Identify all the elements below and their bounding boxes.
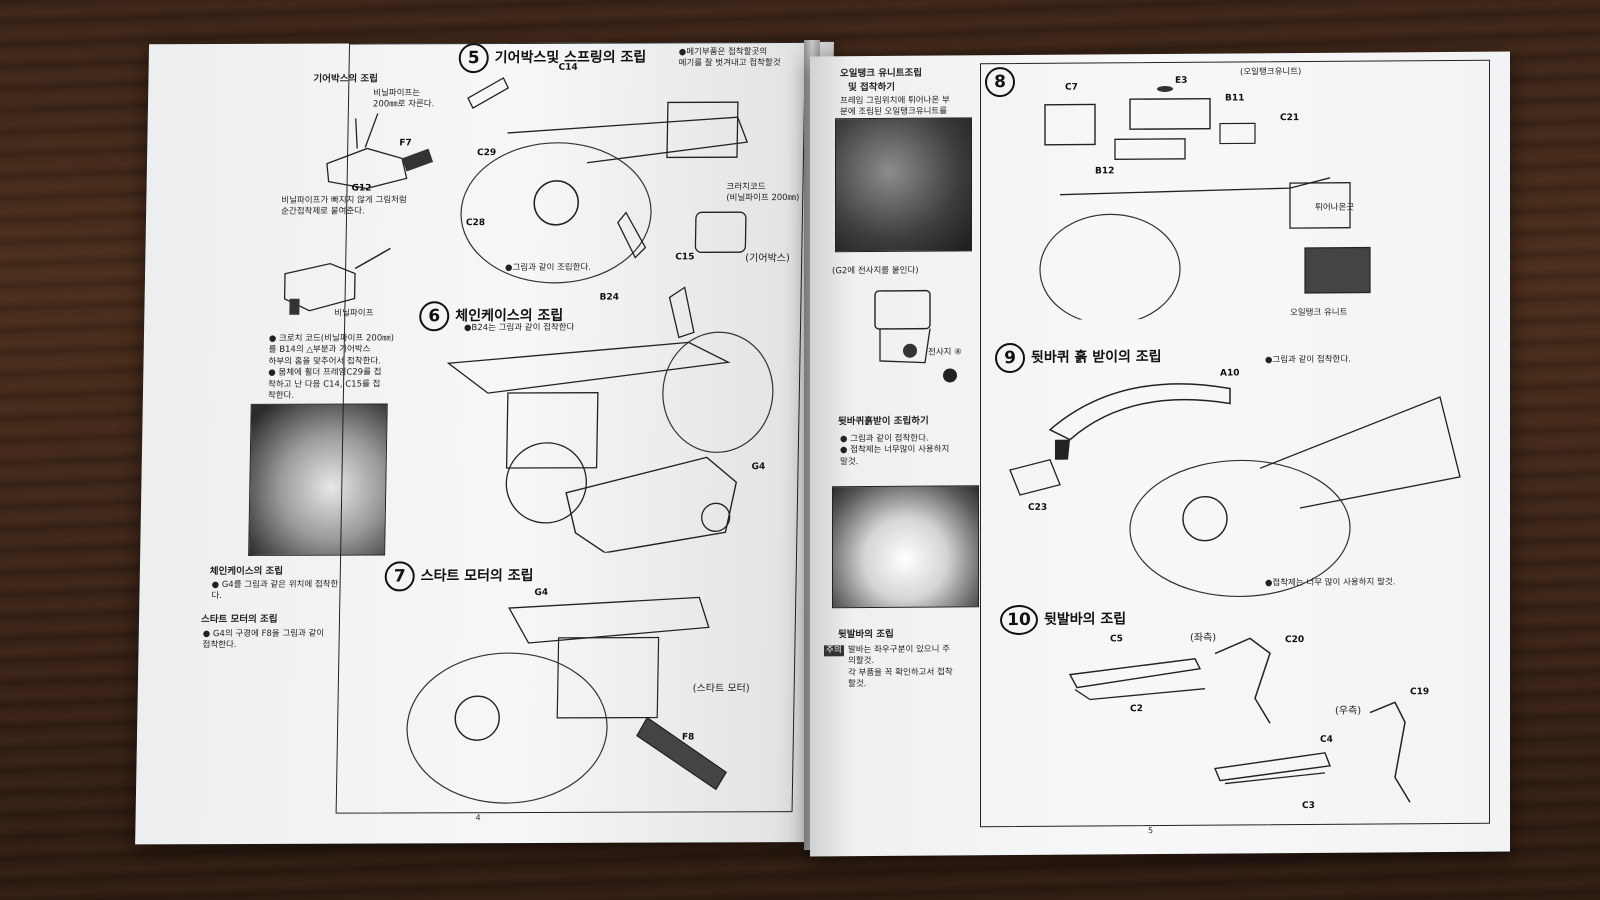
- step-8-number: 8: [985, 67, 1015, 98]
- part-label-f8: F8: [681, 732, 695, 743]
- page-number-right: 5: [1148, 826, 1154, 836]
- protrusion-label: 튀어나온곳: [1315, 202, 1355, 213]
- step-7-starter-motor-drawing: [406, 596, 728, 804]
- chaincase-note: ● G4를 그림과 같은 위치에 접착한 다.: [211, 579, 339, 602]
- oiltank-unit-label: 오일탱크 유니트: [1290, 307, 1348, 319]
- sidebar-header-starter: 스타트 모터의 조립: [200, 613, 278, 626]
- part-label-c28: C28: [465, 218, 486, 229]
- sidebar-header-chaincase: 체인케이스의 조립: [209, 565, 284, 578]
- vinyl-pipe-drawing: [283, 247, 391, 315]
- part-label-c4: C4: [1320, 734, 1333, 745]
- part-label-c5: C5: [1110, 634, 1123, 645]
- step-9-fender-drawing: [1009, 383, 1461, 598]
- part-label-b24: B24: [599, 292, 620, 303]
- speedometer-decal-drawing: [874, 289, 957, 383]
- part-label-c7: C7: [1065, 82, 1078, 93]
- fender-note: ● 그림과 같이 접착한다. ● 접착제는 너무많이 사용하지 말것.: [840, 433, 950, 468]
- sidebar-header-fender: 뒷바퀴흙받이 조립하기: [838, 415, 929, 428]
- starter-note: ● G4의 구경에 F8을 그림과 같이 접착한다.: [202, 628, 325, 651]
- reference-photo-motorcycle: [832, 485, 979, 609]
- part-label-b11: B11: [1225, 93, 1245, 104]
- step-8-oiltank-drawing: [1039, 85, 1371, 320]
- decal-g2-note: (G2에 전사지를 붙인다): [832, 265, 919, 277]
- part-label-c20: C20: [1285, 634, 1305, 646]
- manual-page-right: 오일탱크 유니트조립 및 접착하기 프레임 그림위치에 튀어나온 부 분에 조립…: [810, 51, 1510, 857]
- part-label-b12: B12: [1095, 166, 1115, 177]
- part-label-c19: C19: [1410, 687, 1430, 698]
- sidebar-header-oiltank-b: 및 접착하기: [848, 81, 896, 94]
- part-label-g4-step6: G4: [751, 462, 766, 473]
- clutch-cord-label: 크러치코드 (비닐파이프 200㎜): [726, 182, 800, 204]
- step-10-footrest-drawing: [1068, 637, 1411, 803]
- part-label-c3: C3: [1302, 800, 1315, 812]
- page-number-left: 4: [475, 813, 481, 823]
- part-label-a10: A10: [1220, 368, 1240, 379]
- sidebar-header-footrest: 뒷발바의 조립: [838, 628, 894, 641]
- step-6-chaincase-drawing: [446, 286, 774, 554]
- part-label-c23: C23: [1028, 502, 1048, 513]
- part-label-c2: C2: [1130, 704, 1143, 715]
- step-9-bottom-note: ●접착제는 너무 많이 사용하지 말것.: [1265, 577, 1396, 589]
- step-8-title: 8: [985, 67, 1021, 98]
- gearbox-sketch-drawing: [326, 113, 434, 190]
- part-label-c29: C29: [477, 148, 497, 159]
- part-label-c21: C21: [1280, 113, 1300, 124]
- sidebar-header-oiltank: 오일탱크 유니트조립: [840, 67, 922, 80]
- part-label-c14: C14: [558, 62, 578, 73]
- decal-label: 전사지 ⑧: [928, 347, 962, 358]
- reference-photo-oiltank: [835, 117, 972, 253]
- step-5-gearbox-spring-drawing: [460, 77, 749, 284]
- part-label-g4-step7: G4: [534, 587, 549, 598]
- starter-motor-label: (스타트 모터): [692, 683, 750, 695]
- step-5-bottom-note: ●그림과 같이 조립한다.: [504, 262, 592, 274]
- caution-tag: 주의: [824, 645, 844, 657]
- manual-page-left: 기어박스의 조립 비닐파이프는 200㎜로 자른다. F7 G12 비닐파이프가…: [135, 41, 834, 845]
- gearbox-label: (기어박스): [745, 253, 790, 265]
- part-label-e3: E3: [1175, 75, 1188, 86]
- part-label-c15: C15: [675, 252, 695, 263]
- step-10-number: 10: [1000, 604, 1038, 636]
- footrest-note: 발바는 좌우구분이 있으니 주 의할것. 각 부품을 꼭 확인하고서 접착 할것…: [848, 644, 953, 690]
